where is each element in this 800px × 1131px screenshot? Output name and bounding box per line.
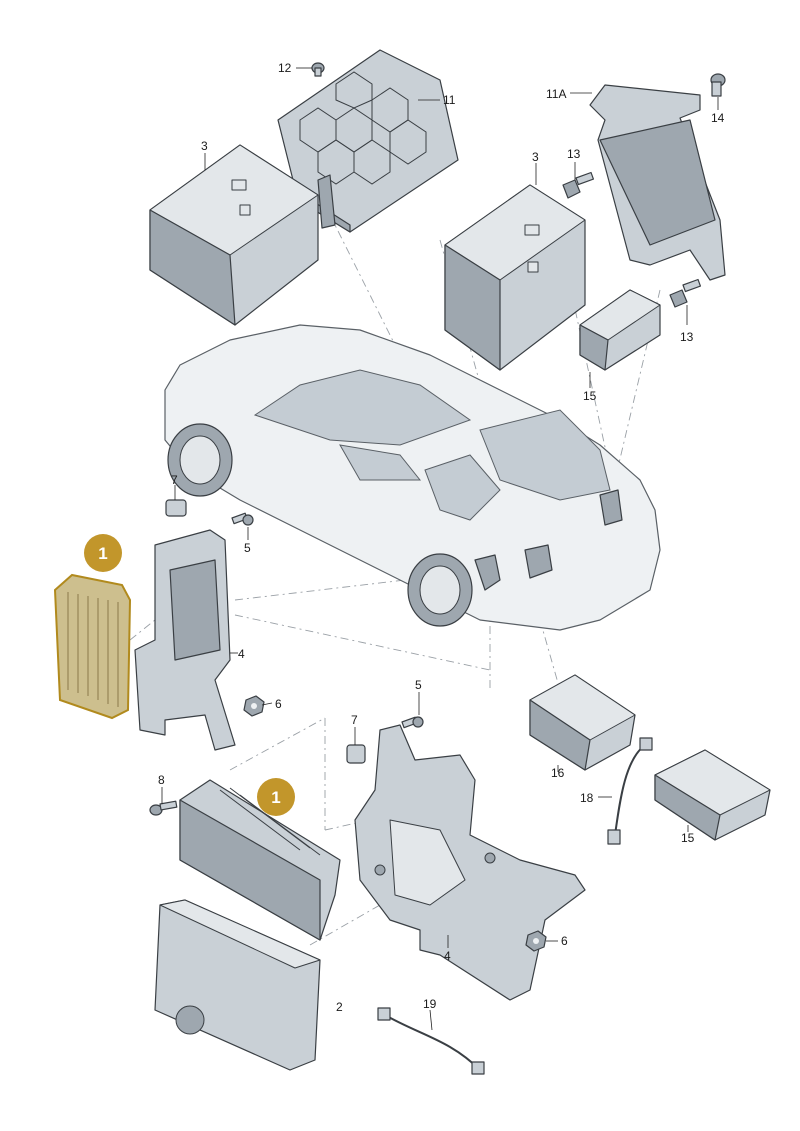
- badge-1-upper: 1: [84, 534, 122, 572]
- label-12: 12: [278, 61, 292, 75]
- nut-6-b: [525, 930, 547, 952]
- label-15-top: 15: [583, 389, 597, 403]
- label-5-upper: 5: [244, 541, 251, 555]
- callout-labels: 12 11 11A 14 3 3 13 13 15 7 5 4 6 5 7 8 …: [158, 61, 725, 1014]
- label-5-lower: 5: [415, 678, 422, 692]
- label-6-lower: 6: [561, 934, 568, 948]
- screw-12: [311, 62, 325, 77]
- module-3-left: [149, 144, 319, 326]
- cable-18: [607, 737, 653, 845]
- badge-1-lower-text: 1: [271, 788, 280, 807]
- label-7-upper: 7: [171, 473, 178, 487]
- label-4-left: 4: [238, 647, 245, 661]
- sleeve-7-b: [346, 744, 366, 764]
- leader-lines: [161, 67, 719, 1031]
- label-13-top: 13: [567, 147, 581, 161]
- label-13-bottom: 13: [680, 330, 694, 344]
- bolt-13-b: [669, 278, 702, 308]
- label-16: 16: [551, 766, 565, 780]
- bracket-4-b: [354, 724, 586, 1001]
- label-2: 2: [336, 1000, 343, 1014]
- module-1-lower: [179, 779, 341, 941]
- clip-14: [710, 73, 726, 97]
- label-3-left: 3: [201, 139, 208, 153]
- cable-19: [377, 1007, 485, 1075]
- badge-1-upper-text: 1: [98, 544, 107, 563]
- module-15-bottom: [654, 749, 771, 841]
- nut-6-a: [243, 695, 265, 717]
- bracket-11a: [589, 84, 726, 281]
- sleeve-7-a: [165, 499, 187, 517]
- label-14: 14: [711, 111, 725, 125]
- module-2: [154, 899, 321, 1071]
- module-15-top: [579, 289, 661, 371]
- label-15-bottom: 15: [681, 831, 695, 845]
- label-6-left: 6: [275, 697, 282, 711]
- bracket-4-a: [134, 529, 236, 751]
- bolt-8: [149, 800, 178, 816]
- label-4-lower: 4: [444, 949, 451, 963]
- screw-5-a: [231, 512, 254, 526]
- module-16: [529, 674, 636, 771]
- module-3-right: [444, 184, 586, 371]
- bolt-13-a: [562, 171, 595, 199]
- label-3-right: 3: [532, 150, 539, 164]
- module-1-highlighted: [53, 573, 132, 720]
- label-11: 11: [443, 93, 456, 107]
- label-7-lower: 7: [351, 713, 358, 727]
- label-11a: 11A: [546, 87, 566, 101]
- badge-1-lower: 1: [257, 778, 295, 816]
- label-8: 8: [158, 773, 165, 787]
- car-body: [164, 324, 661, 631]
- screw-5-b: [401, 716, 424, 729]
- label-18: 18: [580, 791, 594, 805]
- label-19: 19: [423, 997, 437, 1011]
